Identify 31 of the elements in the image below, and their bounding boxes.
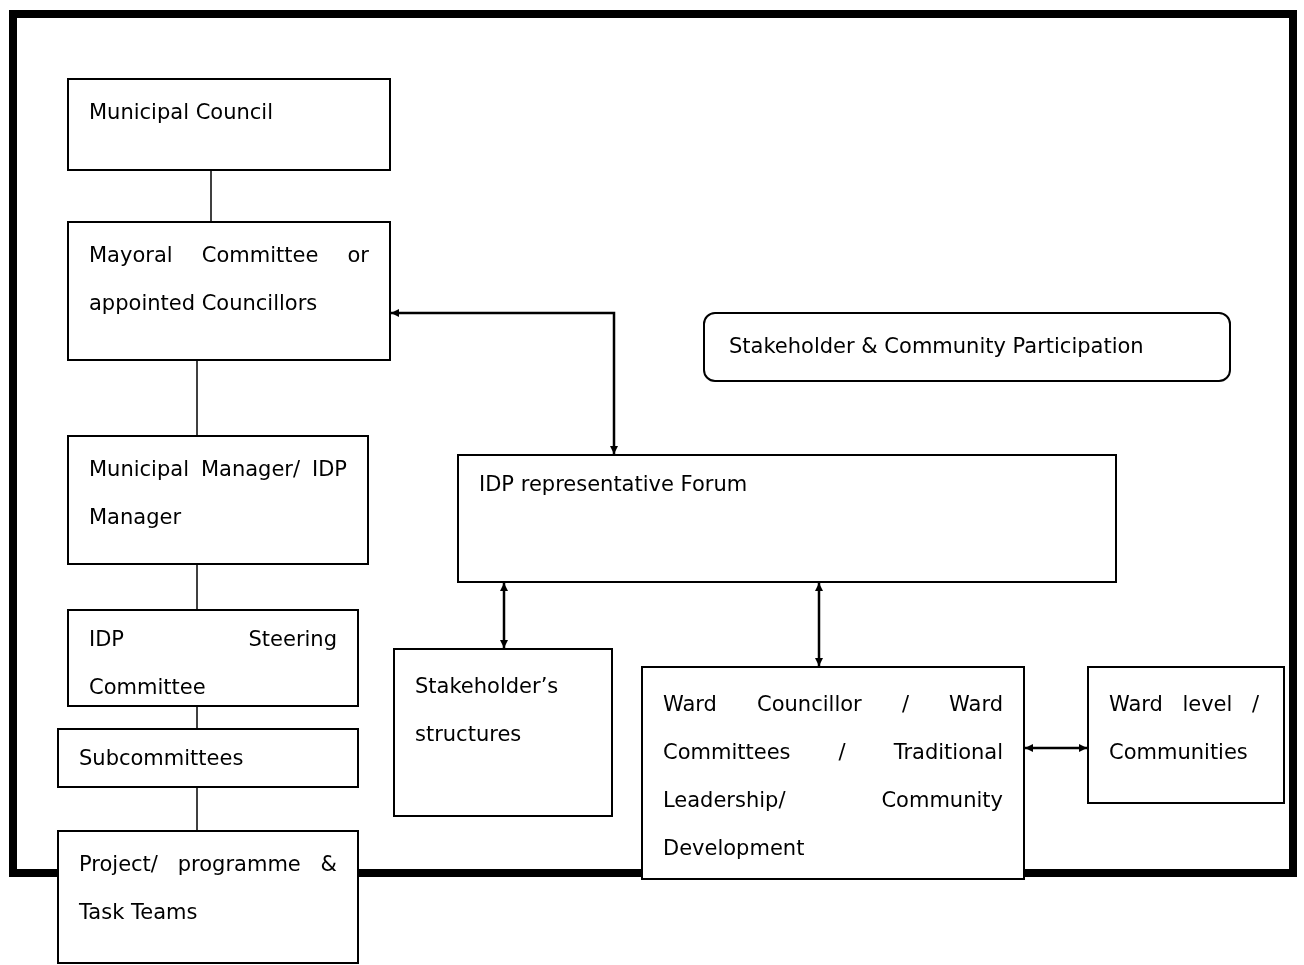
process-box: [393, 648, 613, 817]
connector-line: [210, 170, 212, 222]
arrow: [815, 583, 823, 666]
connector-line: [196, 564, 198, 610]
box-text: Stakeholder & Community Participation: [729, 333, 1145, 360]
arrow: [1025, 744, 1087, 752]
process-box: [57, 830, 359, 964]
process-box: [1087, 666, 1285, 804]
box-text: Ward Councillor / Ward Committees / Traditional Leadership/ Community Development: [663, 691, 1003, 862]
connector-line: [196, 360, 198, 436]
process-box: [67, 435, 369, 565]
connector-line: [196, 706, 198, 729]
connector-line: [196, 787, 198, 831]
process-box: [67, 78, 391, 171]
process-box: [67, 221, 391, 361]
process-box: [641, 666, 1025, 880]
arrow: [391, 309, 618, 454]
box-text: Municipal Manager/ IDP Manager: [89, 456, 347, 531]
box-text: Mayoral Committee or appointed Councillors: [89, 242, 369, 317]
arrow: [500, 583, 508, 648]
box-text: Municipal Council: [89, 99, 274, 126]
box-text: IDP Steering Committee: [89, 626, 337, 701]
box-text: Project/ programme & Task Teams: [79, 851, 337, 926]
box-text: Ward level / Communities: [1109, 691, 1259, 766]
box-text: Stakeholder’s structures: [415, 673, 560, 748]
process-box: [67, 609, 359, 707]
process-box: [457, 454, 1117, 583]
rounded-box: [703, 312, 1231, 382]
box-text: Subcommittees: [79, 745, 245, 772]
box-text: IDP representative Forum: [479, 471, 749, 498]
process-box: [57, 728, 359, 788]
